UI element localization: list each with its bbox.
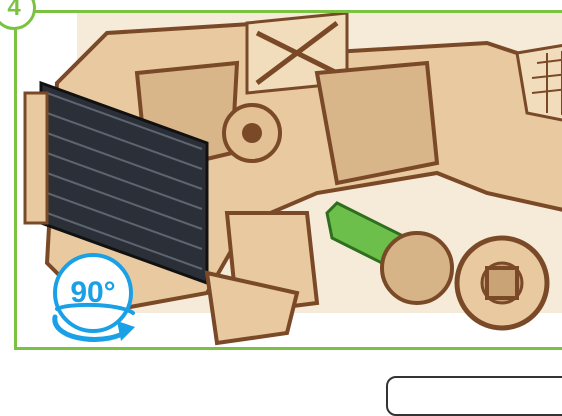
step-panel: 90° bbox=[14, 10, 562, 350]
divider bbox=[0, 372, 562, 373]
rotate-arrow-icon bbox=[41, 249, 145, 350]
next-step-frame bbox=[386, 376, 562, 416]
rotate-90-badge: 90° bbox=[41, 249, 145, 350]
